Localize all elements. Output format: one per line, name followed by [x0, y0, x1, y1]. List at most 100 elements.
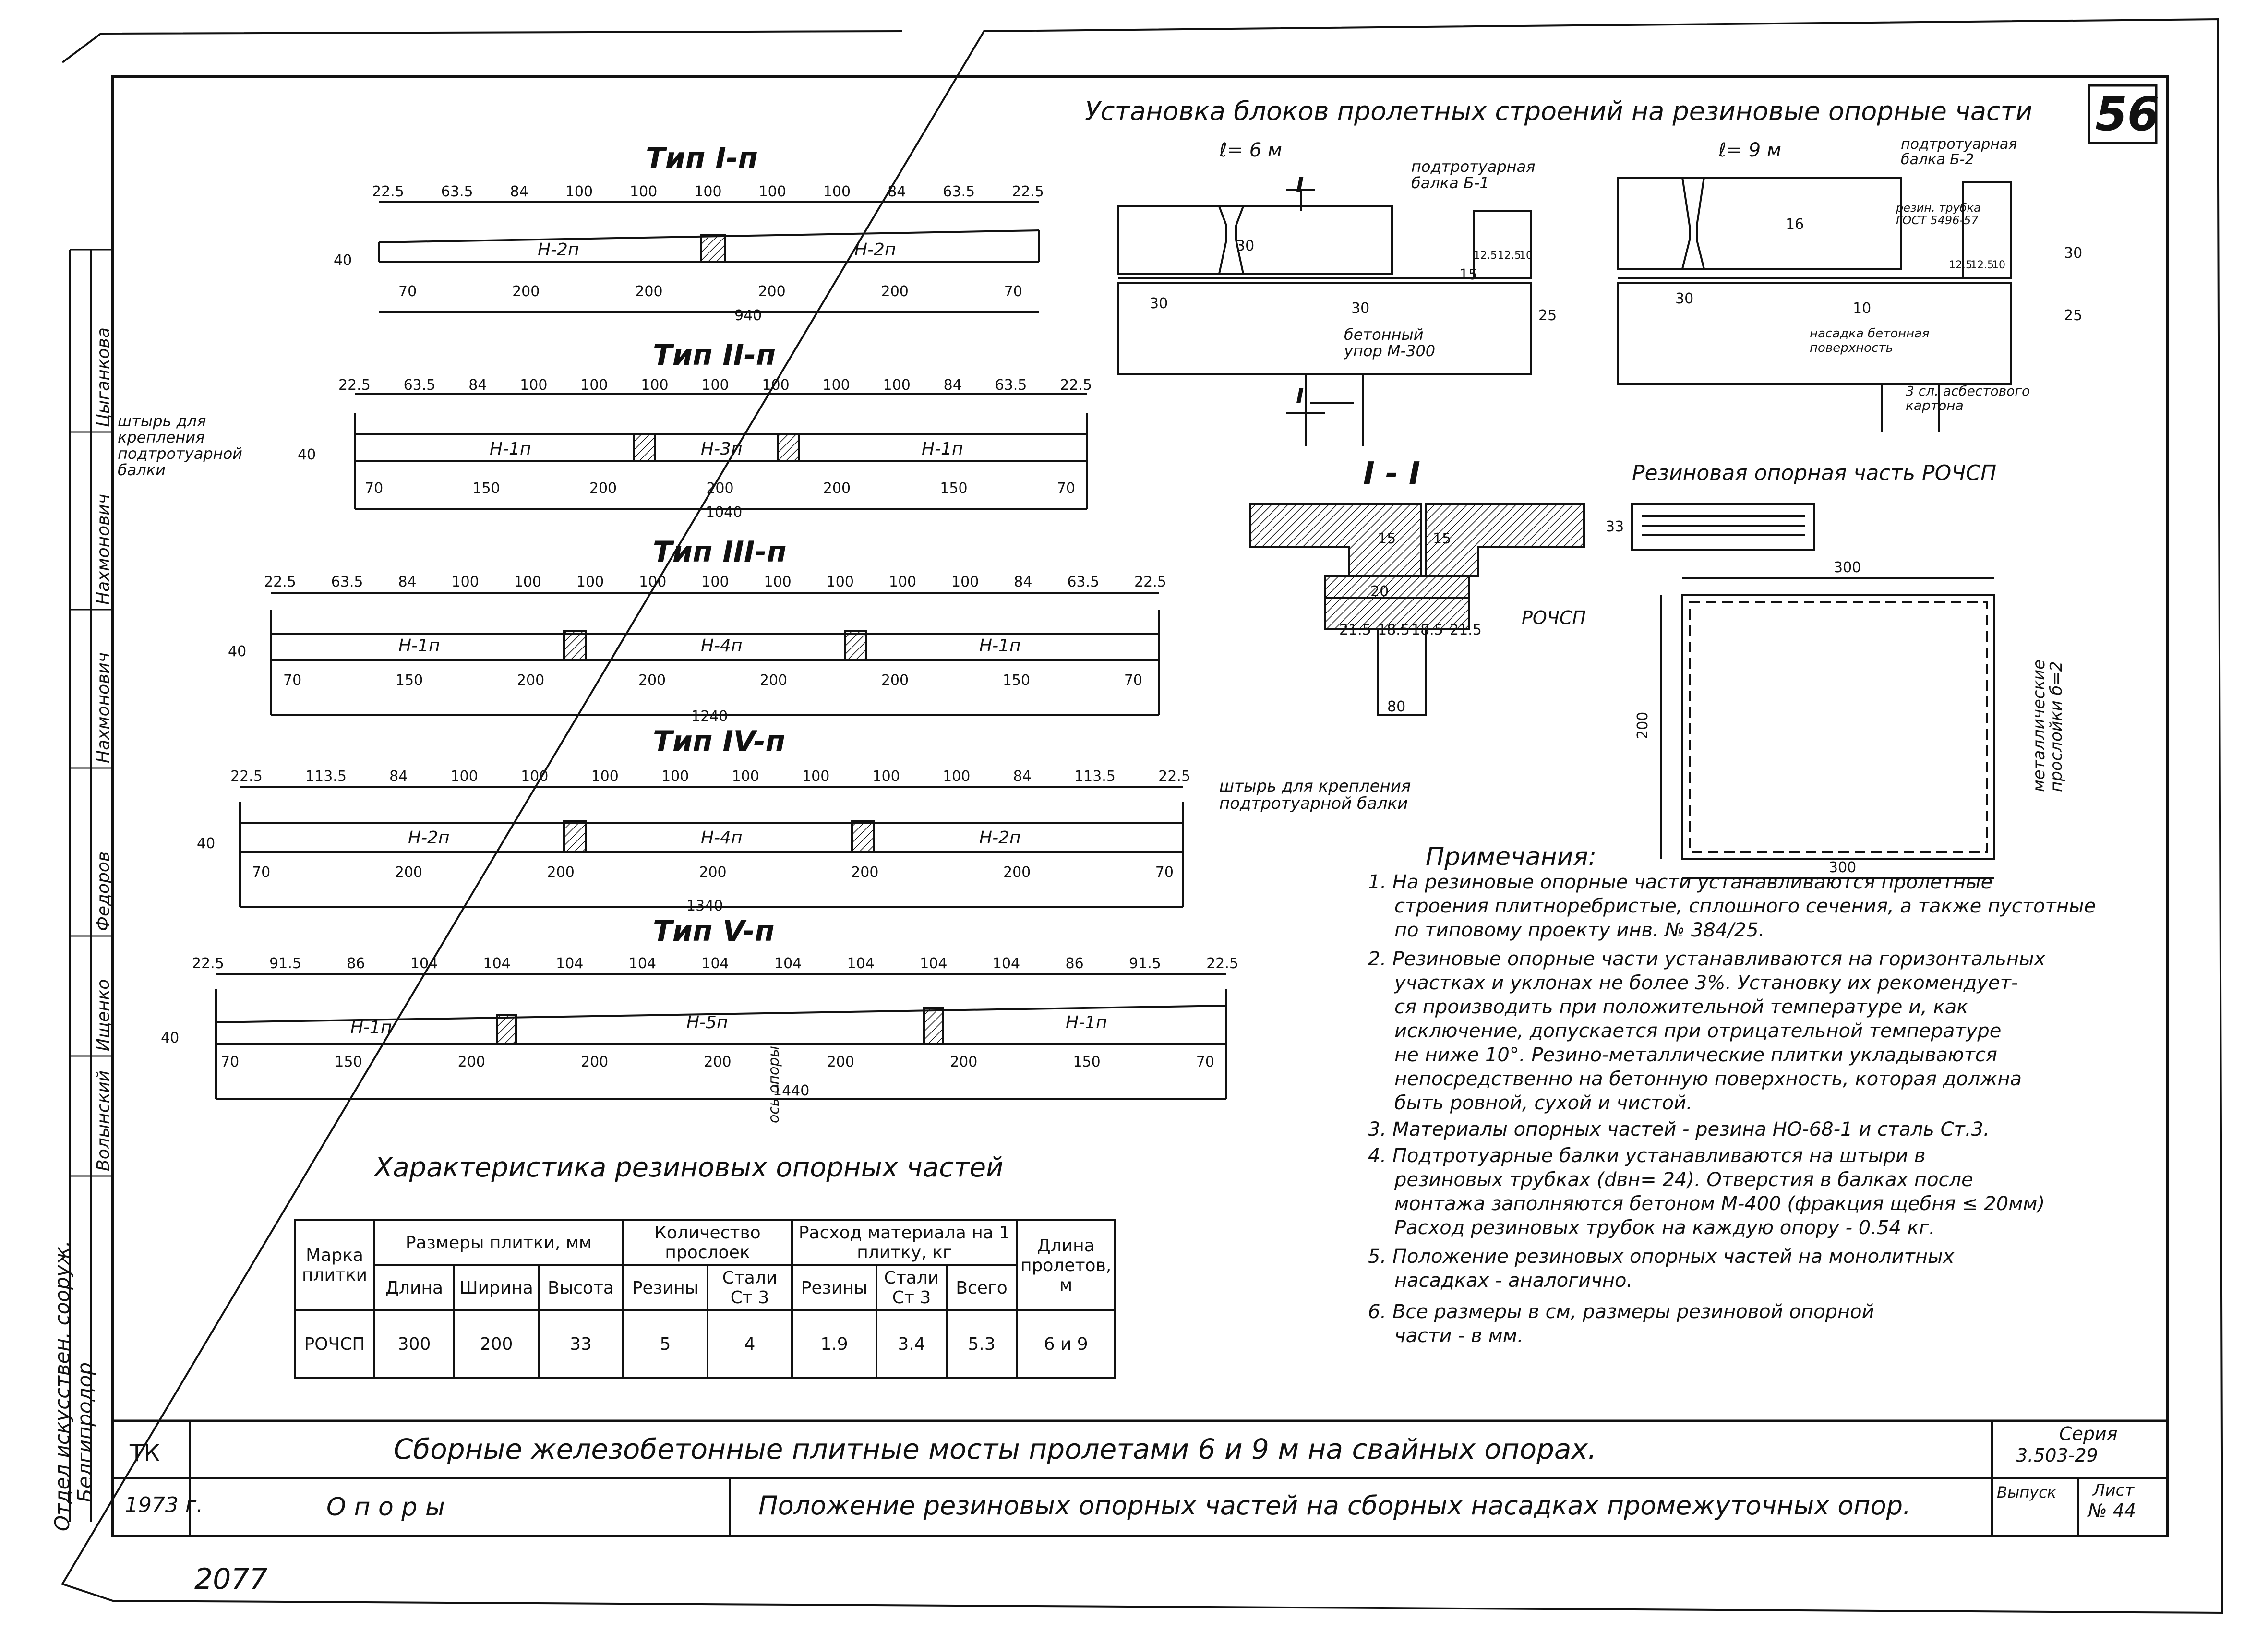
span9-label: ℓ= 9 м [1718, 139, 1782, 161]
note-line: монтажа заполняются бетоном М-400 (фракц… [1394, 1193, 2045, 1215]
stamp-series: 3.503-29 [2016, 1445, 2098, 1466]
metal-layers-label: металлические прослойки б=2 [2029, 659, 2066, 792]
table-header: Длина [373, 1264, 455, 1311]
detail-dim: 10 [1853, 300, 1872, 317]
detail-dim: 10 [1519, 250, 1533, 262]
note-line: исключение, допускается при отрицательно… [1394, 1020, 2002, 1042]
detail-dim: 25 [1538, 307, 1557, 324]
detail-dim: 300 [1834, 559, 1861, 576]
concrete-stop-label: бетонный упор М-300 [1344, 325, 1436, 360]
table-header: Ширина [453, 1264, 540, 1311]
note-line: насадках - аналогично. [1394, 1270, 1633, 1292]
detail-dim: 300 [1829, 859, 1857, 876]
type-title-1: Тип I-п [646, 142, 758, 175]
segment-label: Н-2п [538, 240, 579, 260]
section-mark: I [1296, 384, 1304, 408]
segment-label: Н-1п [398, 636, 440, 656]
segment-label: Н-1п [1066, 1013, 1107, 1032]
total-length: 1040 [706, 504, 743, 521]
side-dept: Отдел искусствен. сооруж. [50, 1240, 74, 1531]
detail-dim: 25 [2064, 307, 2083, 324]
stamp-issue-label: Выпуск [1997, 1483, 2056, 1501]
table-header: Размеры плитки, мм [373, 1219, 624, 1266]
type-title-5: Тип V-п [653, 914, 775, 948]
total-length: 1340 [686, 898, 723, 914]
table-header: Высота [538, 1264, 624, 1311]
table-cell: 1.9 [791, 1309, 877, 1379]
table-cell: 5 [622, 1309, 708, 1379]
height-dim: 40 [228, 643, 247, 660]
segment-label: Н-5п [686, 1013, 728, 1032]
detail-dim: 16 [1786, 216, 1804, 233]
detail-dim: 12.5 [1498, 250, 1521, 262]
table-header: Расход материала на 1 плитку, кг [791, 1219, 1018, 1266]
top-title: Установка блоков пролетных строений на р… [1085, 96, 2033, 126]
side-name: Ищенко [94, 979, 113, 1051]
note-line: быть ровной, сухой и чистой. [1394, 1092, 1692, 1114]
detail-dim: 80 [1387, 698, 1406, 715]
stamp-series-label: Серия [2059, 1423, 2118, 1444]
note-line: ся производить при положительной темпера… [1394, 996, 1968, 1018]
type-title-4: Тип IV-п [653, 725, 786, 758]
axis-note: ось опоры [766, 1045, 782, 1123]
detail-dim: 21.5 [1339, 622, 1371, 638]
beam2-label: подтротуарная балка Б-2 [1901, 136, 2017, 168]
table-header: Марка плитки [294, 1219, 375, 1311]
table-title: Характеристика резиновых опорных частей [374, 1152, 1004, 1183]
note-line: 4. Подтротуарные балки устанавливаются н… [1368, 1145, 1926, 1167]
table-cell: 3.4 [876, 1309, 948, 1379]
side-name: Цыганкова [94, 327, 113, 427]
detail-dim: 12.5 [1949, 259, 1972, 271]
detail-dim: 30 [1236, 238, 1255, 254]
table-cell: 6 и 9 [1015, 1309, 1116, 1379]
table-header: Резины [791, 1264, 877, 1311]
sheet-number: 56 [2095, 87, 2160, 141]
section-title: I - I [1363, 456, 1420, 492]
note-line: не ниже 10°. Резино-металлические плитки… [1394, 1044, 1997, 1066]
note-line: 2. Резиновые опорные части устанавливают… [1368, 948, 2046, 970]
height-dim: 40 [298, 446, 316, 463]
segment-label: Н-1п [922, 439, 963, 459]
pin-note: штырь для крепления подтротуарной балки [118, 412, 242, 479]
segment-label: Н-3п [701, 439, 743, 459]
table-cell: 5.3 [946, 1309, 1018, 1379]
side-name: Волынский [94, 1070, 113, 1171]
segment-label: Н-2п [408, 828, 450, 848]
table-cell: РОЧСП [294, 1309, 375, 1379]
pin-note: штырь для крепления подтротуарной балки [1219, 777, 1411, 813]
detail-dim: 30 [1150, 295, 1168, 312]
segment-label: Н-4п [701, 636, 743, 656]
note-line: 1. На резиновые опорные части устанавлив… [1368, 871, 1993, 893]
note-line: по типовому проекту инв. № 384/25. [1394, 919, 1765, 941]
table-header: Стали Ст 3 [876, 1264, 948, 1311]
note-line: части - в мм. [1394, 1325, 1524, 1347]
detail-dim: 15 [1459, 266, 1478, 283]
table-header: Резины [622, 1264, 708, 1311]
side-name: Нахмонович [94, 652, 113, 763]
note-line: 3. Материалы опорных частей - резина НО-… [1368, 1118, 1990, 1140]
note-line: резиновых трубках (dвн= 24). Отверстия в… [1394, 1169, 1973, 1191]
side-name: Федоров [94, 851, 113, 931]
stamp-section: О п о р ы [326, 1493, 445, 1522]
detail-dim: 10 [1992, 259, 2005, 271]
type-title-2: Тип II-п [653, 338, 776, 372]
detail-dim: 20 [1370, 583, 1389, 600]
height-dim: 40 [197, 835, 216, 852]
rubber-tube-label: резин. трубка ГОСТ 5496-57 [1896, 201, 1981, 227]
note-line: непосредственно на бетонную поверхность,… [1394, 1068, 2022, 1090]
table-cell: 33 [538, 1309, 624, 1379]
plate-title: Резиновая опорная часть РОЧСП [1632, 461, 1997, 485]
detail-dim: 30 [1675, 290, 1694, 307]
span6-label: ℓ= 6 м [1219, 139, 1283, 161]
table-header: Количество прослоек [622, 1219, 793, 1266]
stamp-sheet-title: Положение резиновых опорных частей на сб… [758, 1490, 1911, 1521]
detail-dim: 30 [1351, 300, 1370, 317]
